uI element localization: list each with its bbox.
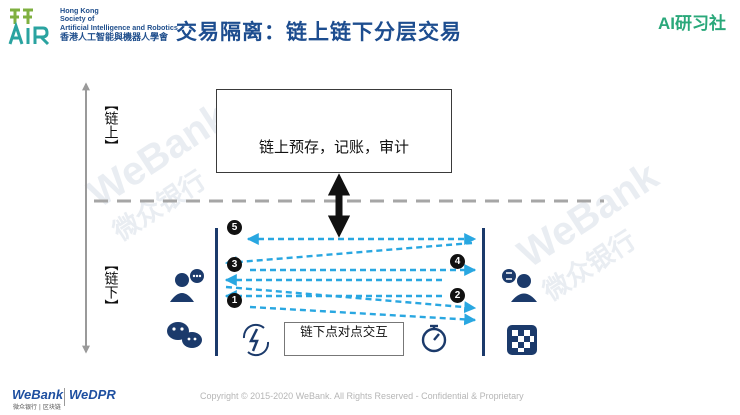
- step-badge-1: 1: [227, 293, 242, 308]
- webank-logo: WeBank: [12, 387, 64, 402]
- offchain-box: 链下点对点交互: [284, 322, 404, 356]
- step-badge-4: 4: [450, 254, 465, 269]
- org-name-cn: 香港人工智能與機器人學會: [60, 32, 169, 43]
- wedpr-logo: WeDPR: [69, 387, 116, 402]
- step-badge-2: 2: [450, 288, 465, 303]
- webank-logo-sub: 微众银行 | 区块链: [13, 404, 61, 411]
- exchange-user-icon: [502, 269, 537, 302]
- right-party-bar: [482, 228, 485, 356]
- wechat-icon: [167, 322, 202, 348]
- offchain-side-label: 【链下】: [101, 257, 119, 318]
- onchain-box: 链上预存，记账，审计: [216, 89, 452, 173]
- arrow-step-1: [249, 305, 477, 326]
- org-name-line: Artificial Intelligence and Robotics: [60, 22, 178, 32]
- lightning-sync-icon: [242, 323, 270, 357]
- onchain-label-text: 【链上】: [102, 97, 119, 153]
- ai-logo: AI研习社: [658, 14, 726, 33]
- org-name-line: Hong Kong: [60, 6, 99, 15]
- org-name: Hong Kong Society of Artificial Intellig…: [60, 6, 178, 43]
- step-badge-3: 3: [227, 257, 242, 272]
- arrow-diag-2: [225, 285, 477, 314]
- page-title: 交易隔离：链上链下分层交易: [176, 20, 462, 44]
- hksair-logo: [8, 8, 50, 46]
- onchain-box-text: 链上预存，记账，审计: [258, 138, 409, 156]
- chat-user-icon: [170, 269, 204, 302]
- offchain-label-text: 【链下】: [102, 257, 119, 313]
- step-badge-5: 5: [227, 220, 242, 235]
- footer-divider: [64, 388, 65, 406]
- left-party-bar: [215, 228, 218, 356]
- offchain-box-text: 链下点对点交互: [300, 324, 388, 339]
- arrow-diag-1: [224, 241, 473, 269]
- org-name-line: Society of: [60, 14, 95, 24]
- copyright-text: Copyright © 2015-2020 WeBank. All Rights…: [200, 391, 524, 401]
- onchain-side-label: 【链上】: [101, 97, 119, 158]
- grid-qr-icon: [507, 325, 537, 355]
- stopwatch-icon: [421, 324, 447, 353]
